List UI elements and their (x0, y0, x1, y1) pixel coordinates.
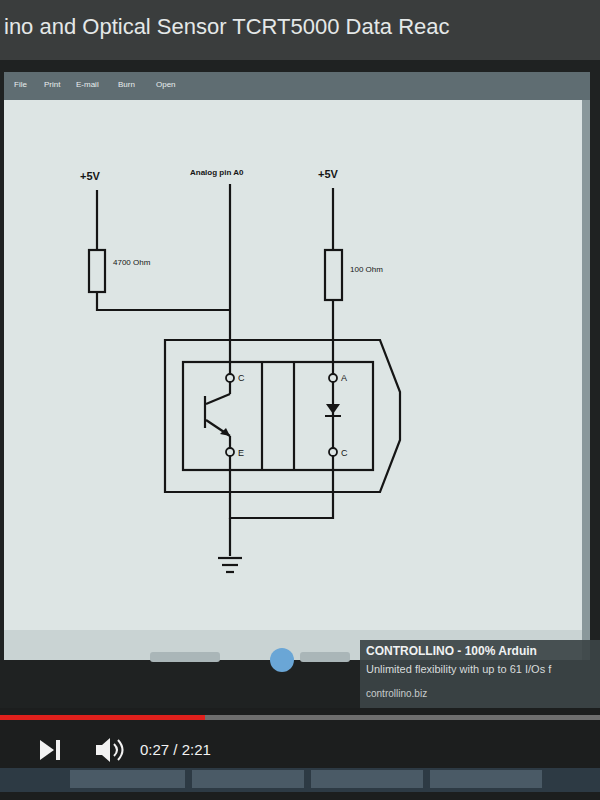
circuit-wires (89, 184, 400, 572)
pin-label: C (238, 373, 245, 383)
pin-label: E (238, 448, 244, 458)
progress-track (0, 715, 600, 720)
ad-link: controllino.biz (366, 688, 427, 700)
ad-text: Unlimited flexibility with up to 61 I/Os… (366, 663, 551, 676)
ad-overlay (360, 640, 600, 708)
pin-label: C (341, 448, 348, 458)
menu-item: File (14, 80, 27, 89)
emitter-arrow (220, 428, 230, 436)
ad-headline: CONTROLLINO - 100% Arduin (366, 645, 537, 659)
window-menubar (4, 72, 590, 100)
resistor-value: 4700 Ohm (113, 258, 150, 267)
play-button-icon (270, 648, 294, 672)
toolbar-icons (300, 652, 350, 662)
supply-label: +5V (318, 168, 338, 181)
menu-item: E-mail (76, 80, 99, 89)
led-symbol (325, 404, 341, 416)
pin-name: Analog pin A0 (190, 168, 243, 177)
pin-circles (226, 374, 337, 456)
window-scrollbar (582, 100, 590, 660)
video-controls (0, 708, 600, 800)
menu-item: Open (156, 80, 176, 89)
pin-label: A (341, 373, 347, 383)
screen-bezel (0, 60, 600, 710)
toolbar-icons (150, 652, 220, 662)
video-title: ino and Optical Sensor TCRT5000 Data Rea… (4, 14, 450, 39)
player-buttons (40, 738, 123, 762)
menu-item: Burn (118, 80, 135, 89)
taskbar (0, 768, 600, 792)
progress-played (0, 715, 205, 720)
resistor-value: 100 Ohm (350, 265, 383, 274)
supply-label: +5V (80, 170, 100, 183)
title-band (0, 0, 600, 60)
taskbar-items (70, 770, 542, 788)
video-time: 0:27 / 2:21 (140, 741, 211, 758)
window-content (4, 100, 582, 660)
menu-item: Print (44, 80, 60, 89)
